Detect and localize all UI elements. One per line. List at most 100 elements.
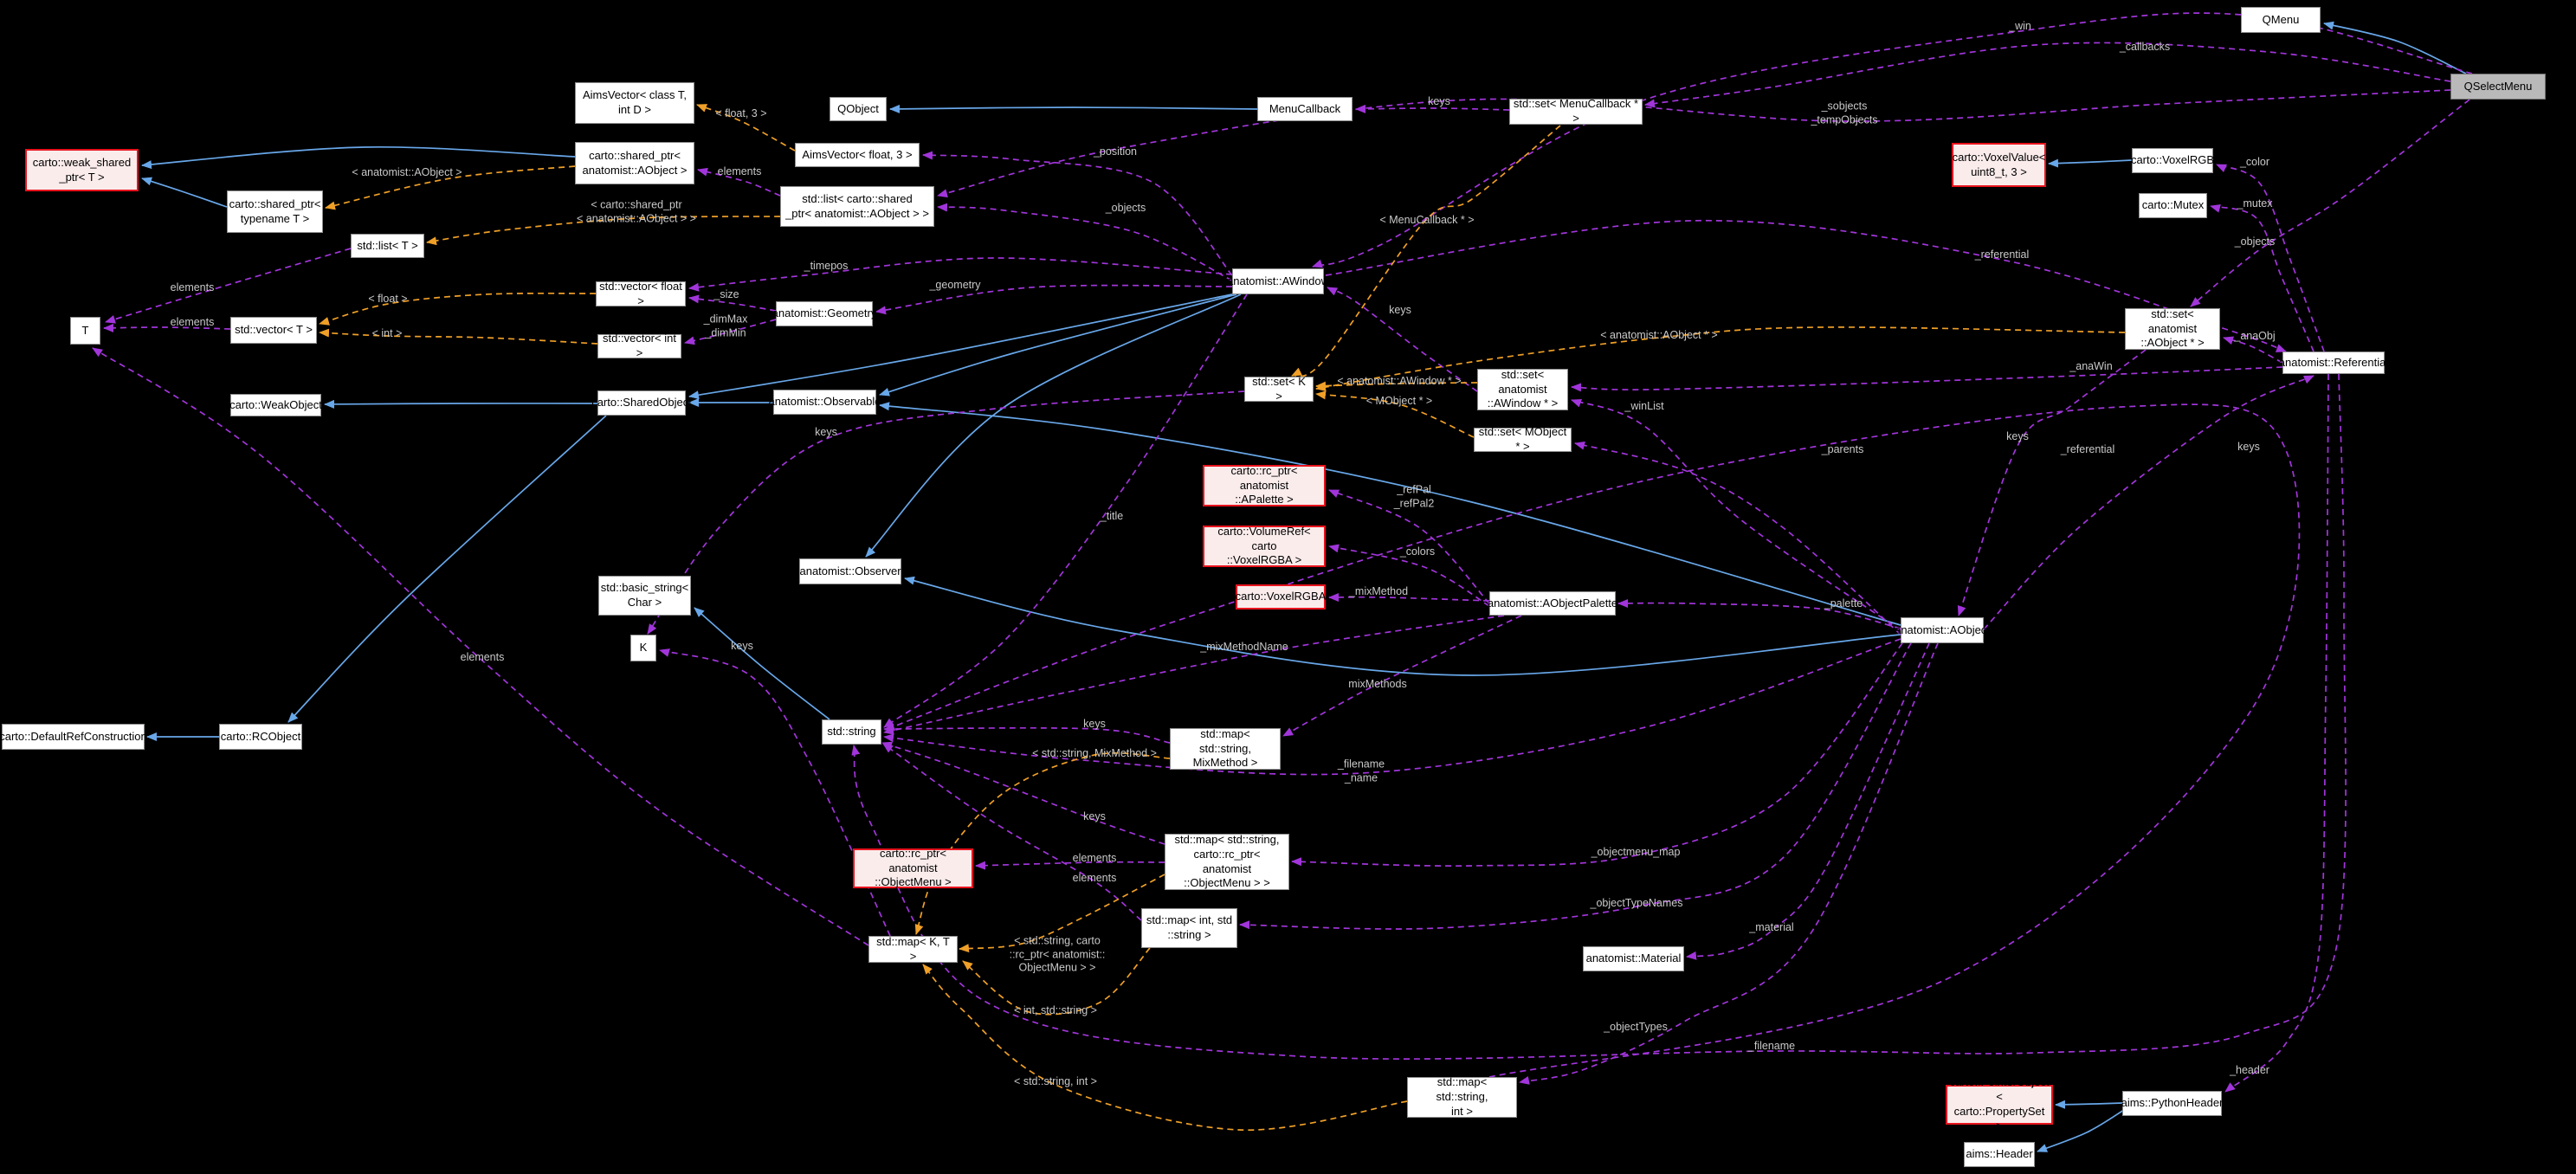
edge-label: _parents [1821,443,1864,456]
node-sharedptr-t[interactable]: carto::shared_ptr< typename T > [227,190,323,233]
edge-label: _palette [1824,597,1863,610]
node-rcobject[interactable]: carto::RCObject [219,724,302,750]
edge-menucallback--qobject [889,104,1258,113]
node-weak-shared-ptr[interactable]: carto::weak_shared _ptr< T > [25,149,139,191]
edge-label: _dimMax _dimMin [703,313,748,339]
edge-label: _mixMethod [1348,585,1409,598]
edge-aobjectpalette--map-string-mixmethod [1282,615,1522,737]
node-observable[interactable]: anatomist::Observable [768,390,881,415]
edge-vector-t--t [103,323,231,332]
edge-map-k-t--t [92,347,869,946]
edge-label: _objectmenu_map [1591,846,1681,859]
node-list-sharedptr-aobject[interactable]: std::list< carto::shared _ptr< anatomist… [780,186,934,227]
edge-label: _geometry [929,279,981,292]
node-pointerobject[interactable]: carto::PointerObject < carto::PropertySe… [1946,1075,2053,1132]
node-rcptr-objectmenu[interactable]: carto::rc_ptr< anatomist ::ObjectMenu > [853,847,973,888]
node-sharedptr-aobject[interactable]: carto::shared_ptr< anatomist::AObject > [575,142,694,184]
node-set-awindow[interactable]: std::set< anatomist ::AWindow * > [1477,368,1568,410]
edge-geometry--vector-float [688,294,777,312]
edge-set-aobject--set-k [1315,326,2126,392]
edge-awindow--list-sharedptr-aobject [937,203,1233,281]
node-voxelrgb[interactable]: carto::VoxelRGB [2131,148,2214,173]
edge-label: elements [1072,852,1117,865]
edge-label: _color [2239,156,2270,169]
node-awindow[interactable]: anatomist::AWindow [1227,268,1329,294]
edge-sharedobject--weakobject [324,399,598,409]
node-referential[interactable]: anatomist::Referential [2279,352,2388,374]
node-aimsvector-template[interactable]: AimsVector< class T, int D > [575,82,694,124]
node-qobject[interactable]: QObject [830,97,887,121]
node-qselectmenu[interactable]: QSelectMenu [2450,74,2546,100]
node-map-int-string[interactable]: std::map< int, std ::string > [1141,908,1237,948]
edge-vector-int--vector-t [319,328,598,345]
edge-awindow--aimsvector-float3 [922,151,1233,276]
node-rcptr-apalette[interactable]: carto::rc_ptr< anatomist ::APalette > [1203,464,1326,506]
edge-label: _win [2009,20,2031,33]
edge-set-menucallback--menucallback [1355,104,1510,113]
node-aobjectpalette[interactable]: anatomist::AObjectPalette [1488,591,1617,616]
edge-referential--set-awindow [1571,366,2283,392]
edge-aobject--map-string-objectmenu [1291,642,1903,868]
node-string[interactable]: std::string [822,719,881,745]
node-basic-string[interactable]: std::basic_string< Char > [598,576,691,616]
edge-label: _material [1749,921,1794,934]
node-menucallback[interactable]: MenuCallback [1257,97,1353,121]
node-header[interactable]: aims::Header [1964,1142,2035,1167]
node-set-aobject[interactable]: std::set< anatomist ::AObject * > [2125,307,2220,350]
node-map-k-t[interactable]: std::map< K, T > [868,935,958,963]
node-observer[interactable]: anatomist::Observer [799,558,901,584]
edge-label: _refPal _refPal2 [1393,483,1435,509]
node-t[interactable]: T [70,317,100,345]
node-aobject[interactable]: anatomist::AObject [1895,617,1990,643]
edge-referential--set-aobject [2223,336,2283,364]
node-set-k[interactable]: std::set< K > [1244,375,1314,403]
edge-aobject--aobjectpalette [1617,598,1901,629]
edge-map-int-string--map-k-t [962,947,1151,1016]
node-vector-int[interactable]: std::vector< int > [597,332,681,359]
edge-label: < float > [368,293,408,306]
edge-map-string-mixmethod--map-k-t [914,752,1171,935]
edge-aobject--map-string-int [1519,642,1939,1085]
edge-string--basic-string [694,607,830,720]
node-map-string-int[interactable]: std::map< std::string, int > [1407,1075,1517,1118]
node-list-t[interactable]: std::list< T > [351,234,424,258]
edge-aimsvector-float3--aimsvector-template [696,104,796,152]
edge-map-string-int--string [884,403,2301,1078]
node-set-mobject[interactable]: std::set< MObject * > [1474,425,1572,453]
edge-list-t--t [105,248,352,324]
edge-label: _filename [1747,1040,1796,1053]
edge-label: _colors [1399,545,1436,558]
edge-label: < std::string, carto ::rc_ptr< anatomist… [1009,934,1106,974]
node-vector-float[interactable]: std::vector< float > [596,280,686,307]
edge-awindow--geometry [875,284,1233,315]
edge-label: elements [1072,872,1117,885]
node-voxelrgba[interactable]: carto::VoxelRGBA [1236,584,1326,610]
node-k[interactable]: K [630,635,656,661]
node-geometry[interactable]: anatomist::Geometry [772,301,876,326]
edge-label: _mixMethodName [1200,641,1288,654]
edge-aobject--string [883,638,1901,776]
node-volumeref-rgba[interactable]: carto::VolumeRef< carto ::VoxelRGBA > [1203,525,1326,567]
edge-awindow--string [883,294,1248,728]
node-material[interactable]: anatomist::Material [1583,946,1684,971]
node-map-string-mixmethod[interactable]: std::map< std::string, MixMethod > [1170,727,1281,770]
edge-label: keys [1428,95,1450,108]
node-weakobject[interactable]: carto::WeakObject [229,394,322,416]
node-vector-t[interactable]: std::vector< T > [230,317,317,344]
edge-label: _mutex [2237,197,2273,210]
edge-label: < int > [371,327,403,340]
node-map-string-objectmenu[interactable]: std::map< std::string, carto::rc_ptr< an… [1165,833,1289,890]
edge-aobject--map-int-string [1239,642,1912,930]
node-set-menucallback[interactable]: std::set< MenuCallback * > [1509,97,1643,125]
node-voxelvalue[interactable]: carto::VoxelValue< uint8_t, 3 > [1952,143,2046,187]
node-sharedobject[interactable]: carto::SharedObject [591,390,692,416]
node-defaultrefconstruction[interactable]: carto::DefaultRefConstruction [0,724,147,750]
node-aimsvector-float3[interactable]: AimsVector< float, 3 > [795,143,920,167]
node-pythonheader[interactable]: aims::PythonHeader [2121,1091,2223,1116]
edge-qselectmenu--awindow [1312,12,2473,268]
edge-awindow--vector-float [688,257,1233,292]
edge-pythonheader--pointerobject [2055,1100,2123,1109]
node-qmenu[interactable]: QMenu [2241,7,2321,33]
edge-label: _callbacks [2119,41,2171,54]
node-mutex[interactable]: carto::Mutex [2139,193,2207,218]
